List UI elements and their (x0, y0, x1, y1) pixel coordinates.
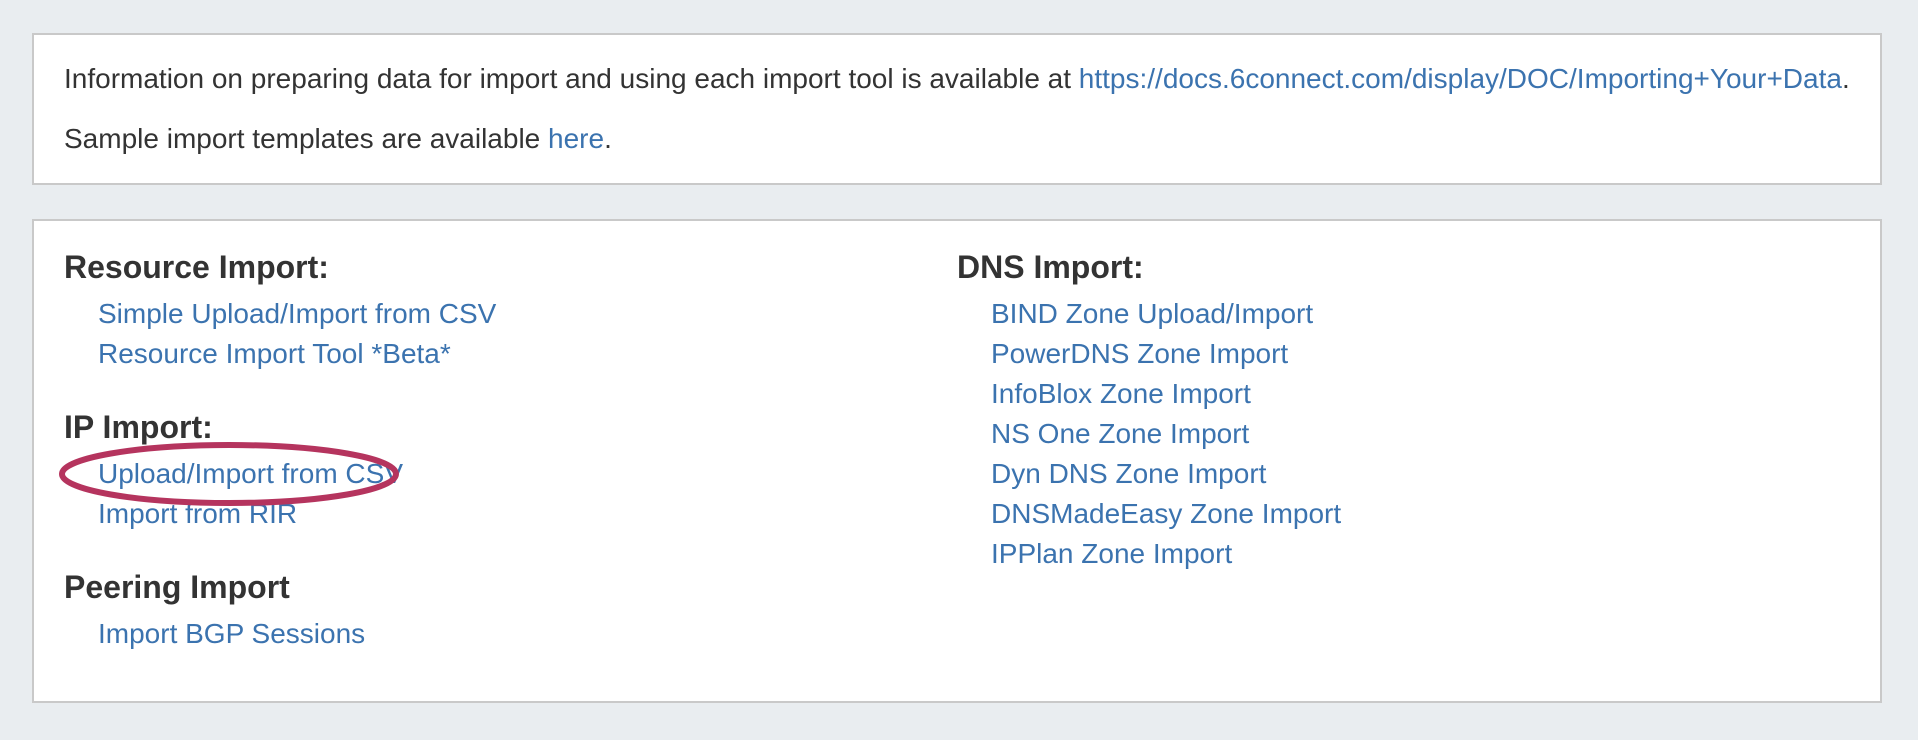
list-item: Simple Upload/Import from CSV (98, 294, 957, 334)
list-item: Resource Import Tool *Beta* (98, 334, 957, 374)
list-item: IPPlan Zone Import (991, 534, 1850, 574)
ip-import-heading: IP Import: (64, 409, 213, 445)
list-item: DNSMadeEasy Zone Import (991, 494, 1850, 534)
list-item: PowerDNS Zone Import (991, 334, 1850, 374)
info-line-1-text: Information on preparing data for import… (64, 63, 1079, 94)
list-item: Upload/Import from CSV (59, 442, 957, 506)
list-item: NS One Zone Import (991, 414, 1850, 454)
list-item: Import from RIR (98, 494, 957, 534)
page: { "info_panel": { "line1_before": "Infor… (0, 33, 1918, 740)
resource-import-heading: Resource Import: (64, 249, 329, 285)
link-resource-import-tool-beta[interactable]: Resource Import Tool *Beta* (98, 338, 451, 369)
list-item: Dyn DNS Zone Import (991, 454, 1850, 494)
import-column-left: Resource Import: Simple Upload/Import fr… (59, 249, 957, 654)
info-panel: Information on preparing data for import… (32, 33, 1882, 185)
list-item: InfoBlox Zone Import (991, 374, 1850, 414)
dns-import-links: BIND Zone Upload/Import PowerDNS Zone Im… (957, 294, 1850, 574)
link-dyn-dns-zone-import[interactable]: Dyn DNS Zone Import (991, 458, 1267, 489)
templates-here-link[interactable]: here (548, 123, 605, 154)
info-line-2-period: . (604, 123, 612, 154)
link-powerdns-zone-import[interactable]: PowerDNS Zone Import (991, 338, 1289, 369)
peering-import-heading: Peering Import (64, 569, 290, 605)
resource-import-links: Simple Upload/Import from CSV Resource I… (64, 294, 957, 374)
ip-import-links: Upload/Import from CSV Import from RIR (59, 442, 957, 534)
info-line-1: Information on preparing data for import… (64, 61, 1850, 97)
link-ipplan-zone-import[interactable]: IPPlan Zone Import (991, 538, 1233, 569)
info-line-2: Sample import templates are available he… (64, 121, 1850, 157)
circled-link-wrapper: Upload/Import from CSV (59, 442, 403, 506)
link-bind-zone-upload-import[interactable]: BIND Zone Upload/Import (991, 298, 1314, 329)
list-item: BIND Zone Upload/Import (991, 294, 1850, 334)
link-upload-import-from-csv[interactable]: Upload/Import from CSV (98, 458, 403, 489)
link-import-from-rir[interactable]: Import from RIR (98, 498, 298, 529)
link-dnsmadeeasy-zone-import[interactable]: DNSMadeEasy Zone Import (991, 498, 1342, 529)
dns-import-heading: DNS Import: (957, 249, 1144, 285)
info-line-1-period: . (1841, 63, 1850, 94)
list-item: Import BGP Sessions (98, 614, 957, 654)
link-simple-upload-import-from-csv[interactable]: Simple Upload/Import from CSV (98, 298, 497, 329)
import-column-right: DNS Import: BIND Zone Upload/Import Powe… (957, 250, 1850, 574)
link-import-bgp-sessions[interactable]: Import BGP Sessions (98, 618, 366, 649)
import-panel: Resource Import: Simple Upload/Import fr… (32, 219, 1882, 703)
docs-url-link[interactable]: https://docs.6connect.com/display/DOC/Im… (1078, 63, 1842, 94)
info-line-2-text: Sample import templates are available (64, 123, 549, 154)
peering-import-links: Import BGP Sessions (64, 614, 957, 654)
link-ns-one-zone-import[interactable]: NS One Zone Import (991, 418, 1250, 449)
link-infoblox-zone-import[interactable]: InfoBlox Zone Import (991, 378, 1251, 409)
